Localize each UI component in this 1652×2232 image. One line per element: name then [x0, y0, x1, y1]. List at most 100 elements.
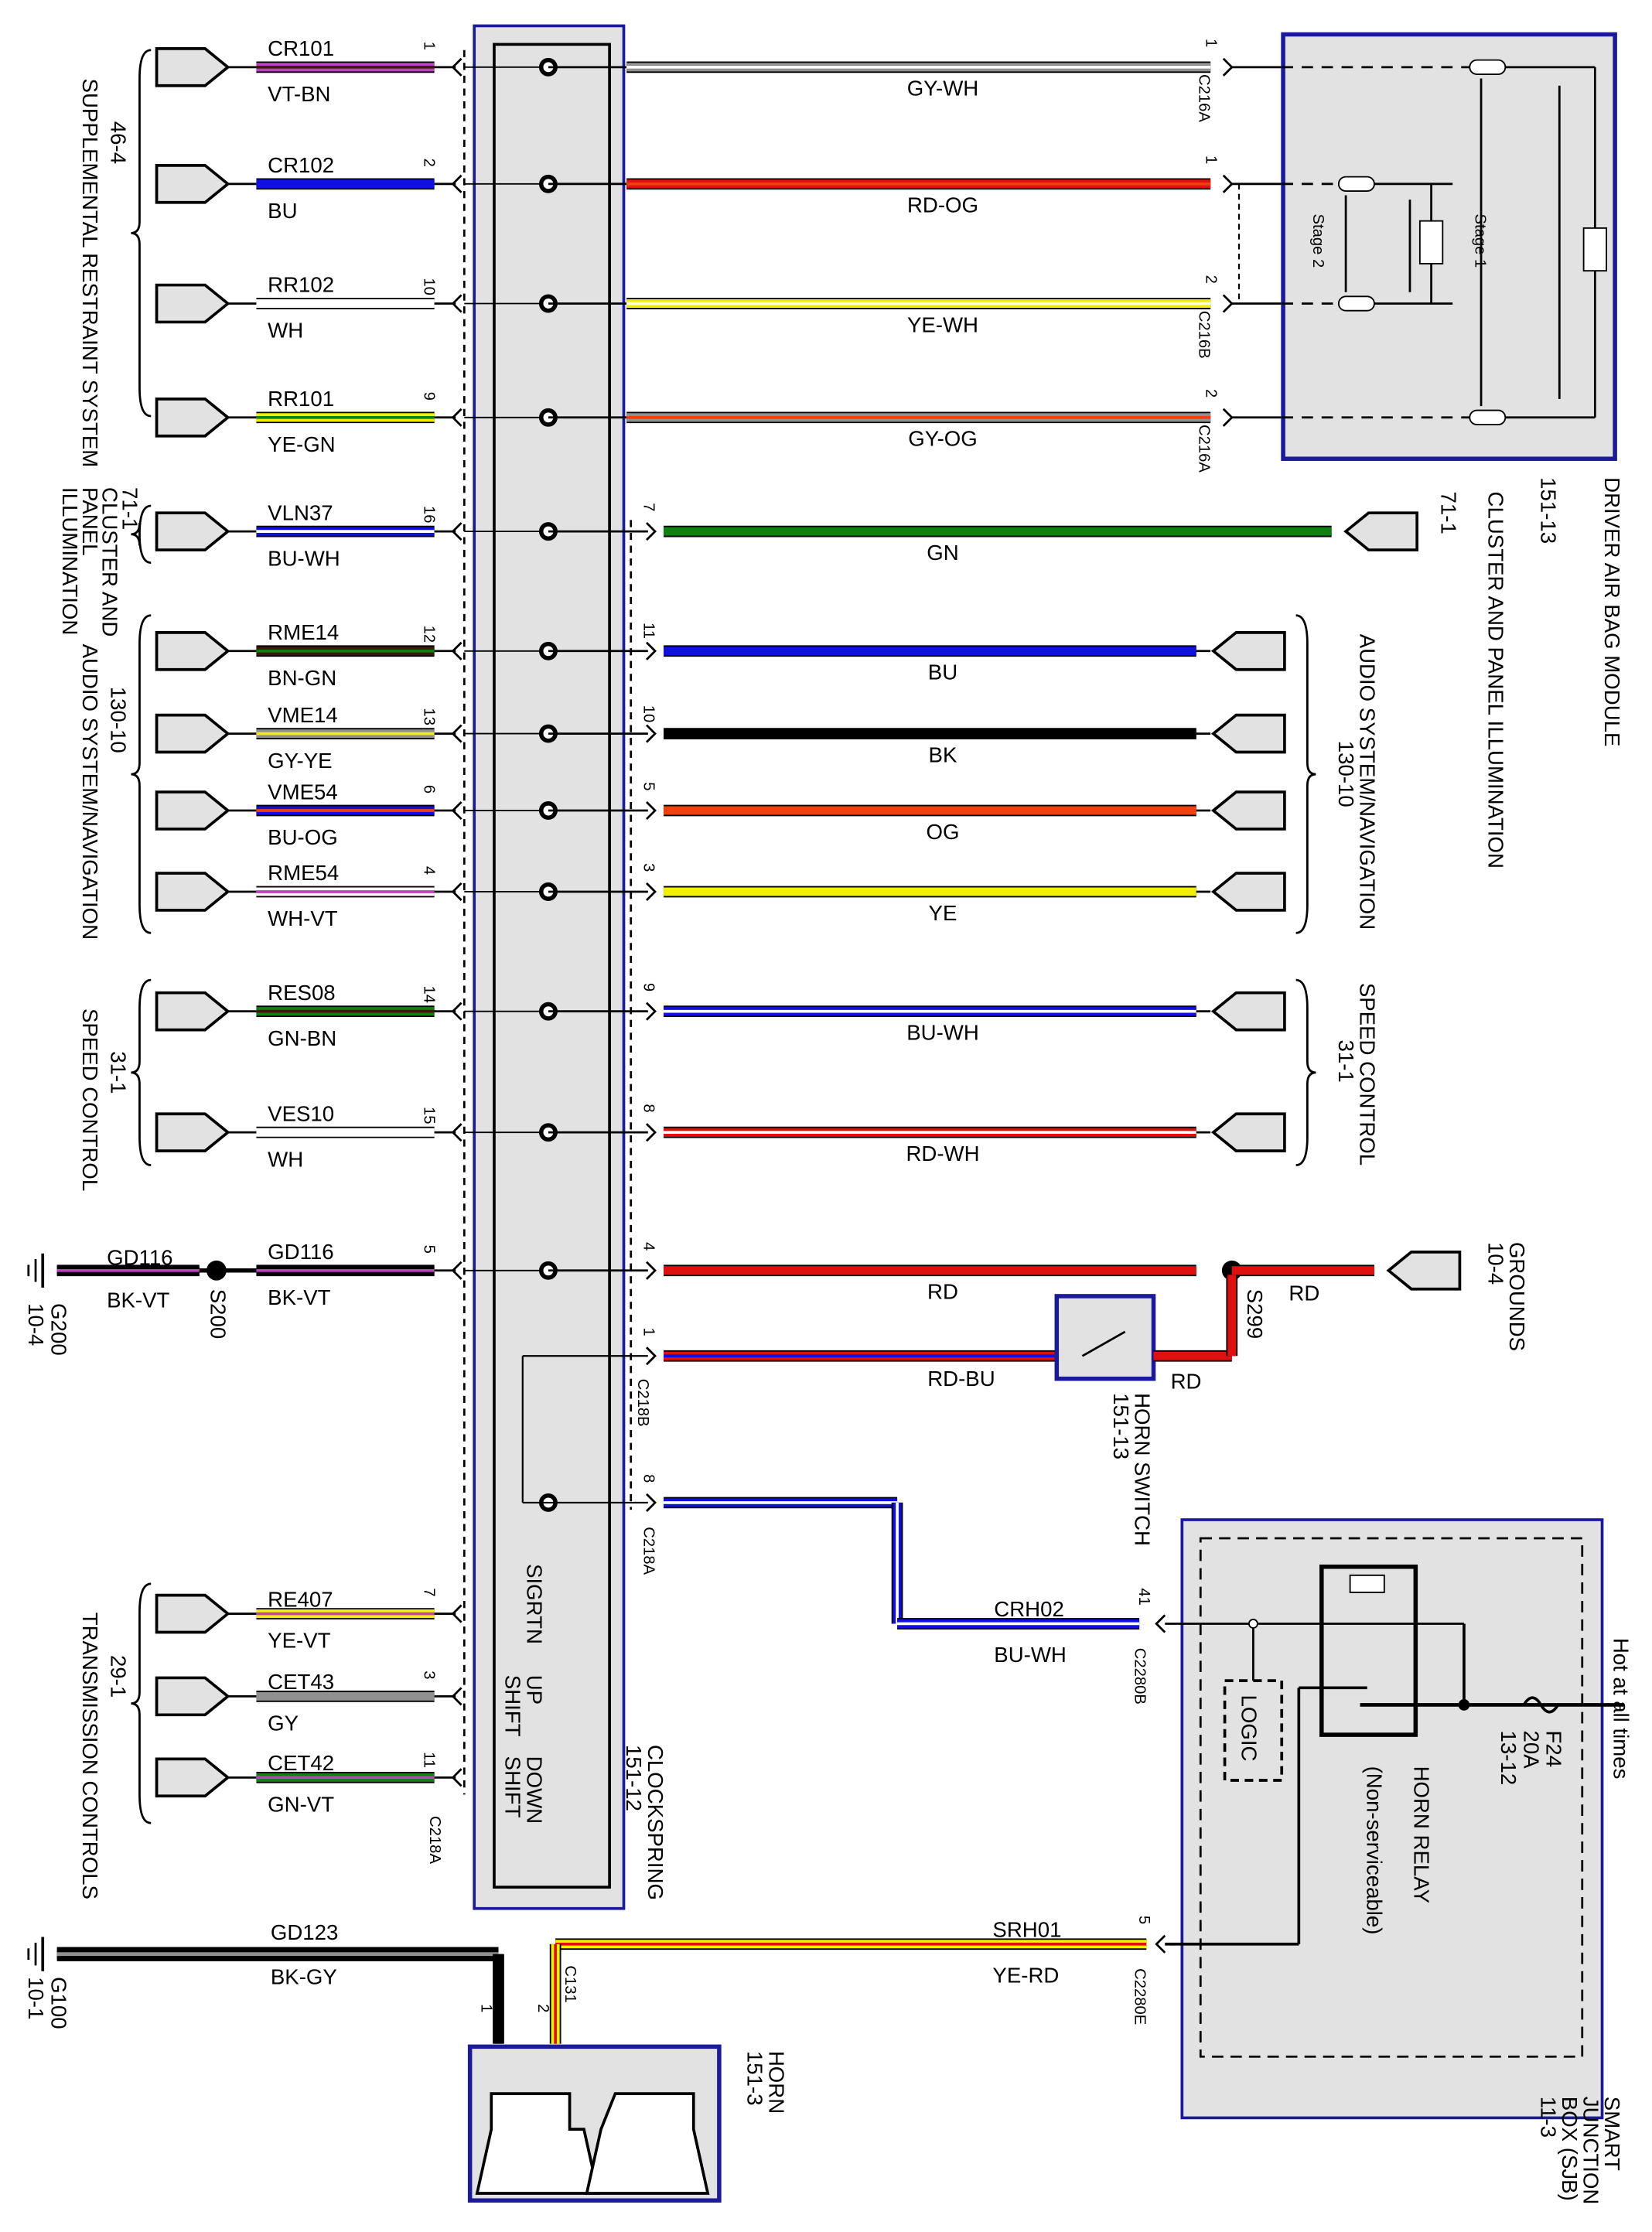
wire-color-label: RD-BU: [927, 1367, 995, 1391]
pin-number: 41: [1135, 1588, 1152, 1606]
terminal-arrow-icon: [451, 1123, 462, 1142]
clockspring-function-label-line: SHIFT: [501, 1756, 525, 1818]
left-connector: [155, 991, 230, 1032]
circuit-id: RES08: [268, 981, 335, 1005]
left-connector: [155, 790, 230, 831]
right-group-name: AUDIO SYSTEM/NAVIGATION: [1356, 634, 1380, 930]
terminal-arrow-icon: [1222, 174, 1234, 193]
sjb-label-line: JUNCTION: [1579, 2097, 1603, 2210]
right-wire-color: GN: [927, 541, 958, 565]
right-wire-color: RD-WH: [906, 1142, 979, 1165]
group-brace: [131, 614, 152, 934]
airbag-pin: 1: [1203, 155, 1220, 164]
left-connector: [155, 713, 230, 754]
fuse-id: F24: [1542, 1731, 1566, 1768]
airbag-pin: 2: [1203, 389, 1220, 398]
wire-color-label: BU-OG: [268, 825, 337, 849]
circuit-id: VME14: [268, 703, 338, 727]
right-connector: [1210, 991, 1286, 1032]
right-group-name: CLUSTER AND PANEL ILLUMINATION: [1483, 492, 1507, 869]
group-brace: [131, 978, 152, 1166]
right-wire-color: BK: [929, 742, 957, 766]
left-connector: [155, 47, 230, 87]
circuit-id: GD116: [268, 1240, 333, 1264]
horn-relay: [1319, 1565, 1418, 1737]
left-group-code: 29-1: [107, 1655, 131, 1698]
connector-id: C131: [561, 1965, 579, 2002]
wire-color-label: BU-WH: [994, 1643, 1067, 1667]
hot-at-all-times-label: Hot at all times: [1609, 1638, 1633, 1780]
terminal-arrow-icon: [451, 522, 462, 541]
fuse-ref: 13-12: [1497, 1731, 1521, 1786]
wire-color-label: WH: [268, 319, 303, 343]
pin-number: 2: [534, 2004, 551, 2012]
left-group-name: TRANSMISSION CONTROLS: [78, 1613, 102, 1899]
terminal-arrow-icon: [646, 724, 657, 743]
right-wire-color: GY-WH: [907, 77, 979, 101]
connector-id: C218B: [634, 1379, 651, 1427]
connector-id: C218A: [426, 1816, 443, 1864]
circuit-id: VES10: [268, 1101, 334, 1125]
pin-number: 4: [421, 866, 438, 875]
pin-number: 3: [421, 1671, 438, 1679]
resistor-icon: [1582, 227, 1607, 272]
group-brace: [1295, 978, 1316, 1166]
pin-number: 7: [421, 1588, 438, 1596]
pin-number: 10: [421, 278, 438, 295]
squib-connector-icon: [1337, 295, 1375, 312]
clockspring-label: CLOCKSPRING: [643, 1745, 667, 1900]
wire-color-label: RD: [1171, 1370, 1202, 1394]
sjb-label: SMART JUNCTION BOX (SJB): [1558, 2097, 1624, 2210]
right-wire-color: RD-OG: [907, 193, 978, 217]
right-wire-color: RD: [927, 1280, 958, 1304]
ground-wire-color: BK-VT: [107, 1288, 169, 1312]
circuit-id: CR102: [268, 153, 334, 177]
circuit-id: CRH02: [994, 1597, 1064, 1621]
left-group-name: AUDIO SYSTEM/NAVIGATION: [78, 644, 102, 940]
right-group-name: GROUNDS: [1505, 1242, 1529, 1351]
left-connector: [155, 164, 230, 204]
terminal-arrow-icon: [451, 1604, 462, 1623]
sjb-label-line: BOX (SJB): [1558, 2097, 1582, 2201]
pin-number: 8: [640, 1474, 657, 1483]
clockspring-function-label: UP SHIFT: [501, 1675, 547, 1737]
resistor-icon: [1418, 220, 1444, 264]
airbag-connector-id: C216A: [1195, 74, 1212, 122]
left-connector: [155, 398, 230, 438]
pin-number: 11: [640, 623, 657, 639]
squib-connector-icon: [1469, 59, 1507, 75]
horn-speaker-icon: [475, 2092, 600, 2195]
right-group-name: DRIVER AIR BAG MODULE: [1600, 477, 1624, 746]
circuit-id: VLN37: [268, 500, 333, 524]
ground-circuit-id: GD116: [107, 1245, 172, 1269]
right-connector: [1343, 511, 1419, 551]
junction: [1458, 1699, 1470, 1711]
clockspring-frame: [473, 24, 626, 1910]
clockspring-function-label-line: UP: [522, 1675, 546, 1711]
terminal-arrow-icon: [646, 1493, 657, 1512]
left-group-code: 71-1: [118, 487, 142, 530]
horn-label: HORN: [764, 2051, 788, 2114]
right-connector: [1210, 872, 1286, 912]
right-wire-color: YE-WH: [907, 312, 978, 336]
terminal-arrow-icon: [451, 57, 462, 77]
left-connector: [155, 1757, 230, 1798]
terminal-arrow-icon: [451, 1002, 462, 1021]
right-wire-color: YE: [929, 901, 957, 925]
terminal-arrow-icon: [451, 1687, 462, 1706]
right-connector: [1210, 1112, 1286, 1152]
ground-ref: 10-1: [24, 1977, 48, 2019]
pin-number: 5: [421, 1245, 438, 1254]
left-group-code: 130-10: [107, 687, 131, 753]
connector-id: C218A: [640, 1527, 657, 1575]
wire-color-label: YE-RD: [992, 1963, 1059, 1987]
sjb-label-line: SMART: [1600, 2097, 1624, 2176]
ground-label: G200: [46, 1303, 70, 1356]
wire-color-label: GY: [268, 1712, 299, 1735]
horn-switch-code: 151-13: [1109, 1393, 1133, 1459]
right-group-code: 151-13: [1536, 477, 1560, 544]
pin-number: 15: [421, 1107, 438, 1125]
pin-number: 14: [421, 986, 438, 1004]
stage1-label: Stage 1: [1472, 213, 1489, 268]
right-wire-color: OG: [927, 820, 960, 844]
